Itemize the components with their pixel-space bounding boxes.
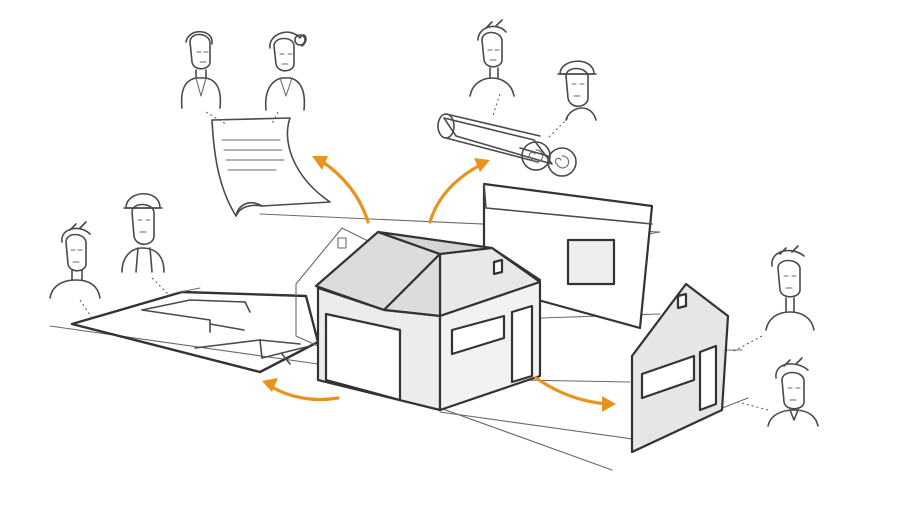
person-left-man (49, 221, 101, 299)
arrows (262, 156, 616, 412)
person-right-upper (765, 245, 815, 331)
connectors (79, 93, 769, 411)
blueprint-rolls (437, 113, 577, 177)
person-top-left-man (180, 30, 222, 109)
arrow-to-blueprints (428, 158, 490, 224)
person-top-right-man (469, 19, 515, 97)
house-side-elevation (630, 282, 730, 454)
arrow-to-floor-plan (262, 378, 340, 402)
person-top-right-hardhat (557, 60, 597, 121)
arrow-to-document (312, 156, 370, 224)
person-top-left-woman (264, 31, 307, 111)
contract-document (211, 117, 331, 217)
person-right-lower (767, 357, 819, 427)
person-left-hardhat (121, 193, 165, 273)
floor-plan (70, 287, 320, 374)
arrow-to-elevation (534, 376, 616, 412)
house-3d-model (314, 230, 542, 412)
